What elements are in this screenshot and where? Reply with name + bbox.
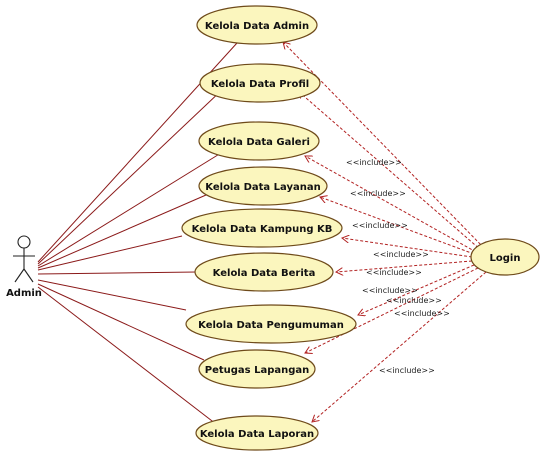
use-case-admin[interactable]: Kelola Data Admin bbox=[196, 5, 318, 45]
use-case-berita[interactable]: Kelola Data Berita bbox=[194, 252, 334, 292]
include-label: <<include>> bbox=[346, 158, 402, 167]
include-label: <<include>> bbox=[386, 296, 442, 305]
include-line-petugas bbox=[305, 267, 479, 353]
use-case-pengumuman[interactable]: Kelola Data Pengumuman bbox=[185, 304, 357, 344]
include-lines bbox=[283, 42, 487, 422]
include-label: <<include>> bbox=[352, 221, 408, 230]
assoc-line-petugas bbox=[37, 283, 205, 361]
include-line-profil bbox=[298, 91, 483, 252]
include-line-layanan bbox=[320, 197, 475, 255]
use-case-profil[interactable]: Kelola Data Profil bbox=[199, 63, 321, 103]
assoc-line-galeri bbox=[37, 152, 222, 267]
use-case-layanan[interactable]: Kelola Data Layanan bbox=[198, 166, 328, 206]
include-label: <<include>> bbox=[366, 268, 422, 277]
include-line-galeri bbox=[305, 156, 477, 253]
include-line-pengumuman bbox=[358, 264, 475, 315]
include-label-group: <<include>> <<include>> <<include>> <<in… bbox=[346, 158, 450, 375]
include-line-admin bbox=[283, 42, 485, 249]
use-case-galeri[interactable]: Kelola Data Galeri bbox=[198, 121, 320, 161]
use-case-label: Petugas Lapangan bbox=[205, 365, 310, 376]
include-label: <<include>> bbox=[379, 366, 435, 375]
include-line-laporan bbox=[312, 271, 487, 422]
assoc-line-laporan bbox=[37, 286, 217, 425]
include-label: <<include>> bbox=[362, 286, 418, 295]
use-case-petugas-lapangan[interactable]: Petugas Lapangan bbox=[198, 349, 316, 389]
assoc-line-berita bbox=[37, 271, 198, 275]
use-case-laporan[interactable]: Kelola Data Laporan bbox=[195, 415, 319, 451]
assoc-line-layanan bbox=[37, 194, 207, 269]
use-case-label: Kelola Data Kampung KB bbox=[192, 224, 333, 235]
use-case-label: Kelola Data Berita bbox=[213, 268, 316, 279]
use-case-label: Kelola Data Galeri bbox=[208, 137, 310, 148]
assoc-line-pengumuman bbox=[37, 279, 187, 311]
actor-admin[interactable]: Admin bbox=[6, 235, 42, 299]
use-case-label: Kelola Data Laporan bbox=[200, 429, 314, 440]
use-case-label: Kelola Data Profil bbox=[211, 79, 309, 90]
assoc-line-kampung bbox=[37, 235, 183, 271]
actor-label: Admin bbox=[6, 288, 42, 299]
include-label: <<include>> bbox=[350, 189, 406, 198]
include-label: <<include>> bbox=[394, 309, 450, 318]
actor-head bbox=[17, 235, 31, 249]
assoc-line-profil bbox=[37, 87, 225, 265]
use-case-label: Kelola Data Layanan bbox=[205, 182, 320, 193]
use-case-kampung-kb[interactable]: Kelola Data Kampung KB bbox=[181, 208, 343, 248]
use-case-label: Login bbox=[490, 253, 521, 264]
use-case-label: Kelola Data Admin bbox=[205, 21, 309, 32]
include-line-berita bbox=[336, 260, 473, 272]
include-label: <<include>> bbox=[373, 250, 429, 259]
use-case-login[interactable]: Login bbox=[470, 238, 540, 276]
include-line-kampung bbox=[342, 238, 473, 258]
use-case-label: Kelola Data Pengumuman bbox=[198, 320, 344, 331]
